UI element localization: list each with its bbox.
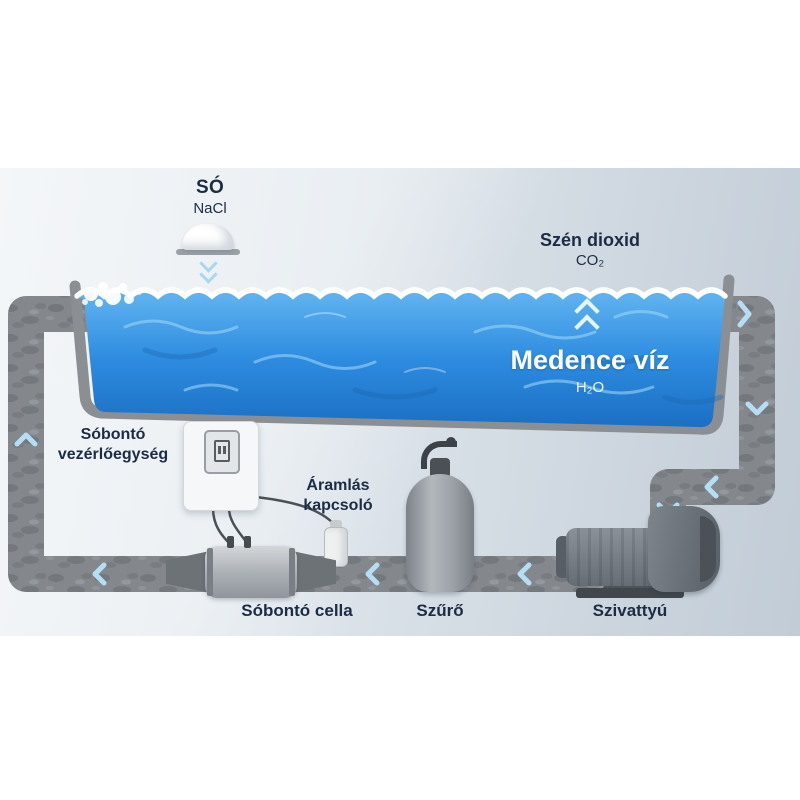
cell-plate-icon [218, 446, 221, 454]
control-unit-label: Sóbontó vezérlőegység [38, 425, 188, 465]
co2-label: Szén dioxid CO₂ [505, 230, 675, 269]
pool-water [77, 290, 725, 428]
flow-chevron-left [365, 562, 380, 586]
wire-flow-switch [254, 495, 336, 526]
salt-label: SÓ NaCl [168, 177, 252, 217]
pool-rim [69, 274, 735, 435]
pump-housing-ring [700, 516, 716, 582]
flow-switch-label-line2: kapcsoló [303, 497, 373, 514]
flow-switch-cap [330, 520, 342, 529]
salt-tray [176, 249, 240, 255]
flow-chevron-up [14, 432, 38, 447]
pump-base [576, 588, 684, 598]
salt-pile [182, 224, 234, 250]
control-unit [183, 421, 259, 511]
flow-chevron-left [704, 475, 719, 499]
control-unit-display [204, 430, 240, 474]
cell-plate-icon [223, 446, 226, 454]
co2-formula: CO₂ [575, 252, 605, 269]
pump-label: Szivattyú [592, 601, 668, 620]
control-unit-label-line1: Sóbontó [80, 426, 146, 443]
filter-valve [430, 458, 450, 478]
salt-cell-ring [289, 548, 295, 596]
salt-cell-ring [207, 548, 213, 596]
water-highlights [123, 310, 669, 395]
flow-chevron-down [745, 401, 769, 416]
filter-valve-knob [446, 437, 456, 447]
salt-cell-label: Sóbontó cella [241, 601, 353, 620]
pool-water-title: Medence víz [510, 345, 670, 375]
co2-title: Szén dioxid [539, 230, 640, 250]
control-unit-label-line2: vezérlőegység [57, 446, 169, 463]
flow-switch-label: Áramlás kapcsoló [284, 476, 392, 516]
salt-title: SÓ [195, 177, 225, 198]
pool [69, 274, 735, 435]
cell-icon [214, 440, 230, 462]
flow-chevron-left [517, 562, 532, 586]
filter-label: Szűrő [416, 601, 464, 620]
wave-crest [74, 287, 728, 300]
flow-chevron-right [737, 300, 752, 328]
salt-cell [205, 546, 297, 598]
filter-tank [406, 474, 474, 592]
inlet-splash [82, 282, 142, 307]
pool-water-formula: H₂O [575, 379, 605, 396]
flow-chevron-left [92, 562, 107, 586]
water-glints [304, 312, 446, 373]
water-shadows [142, 347, 724, 405]
salt-cell-terminal [244, 536, 251, 548]
pool-water-label: Medence víz H₂O [470, 345, 710, 396]
salt-formula: NaCl [193, 200, 227, 217]
flow-switch-label-line1: Áramlás [306, 477, 370, 494]
filter-valve-handle [421, 441, 457, 469]
salt-cell-terminal [227, 536, 234, 548]
